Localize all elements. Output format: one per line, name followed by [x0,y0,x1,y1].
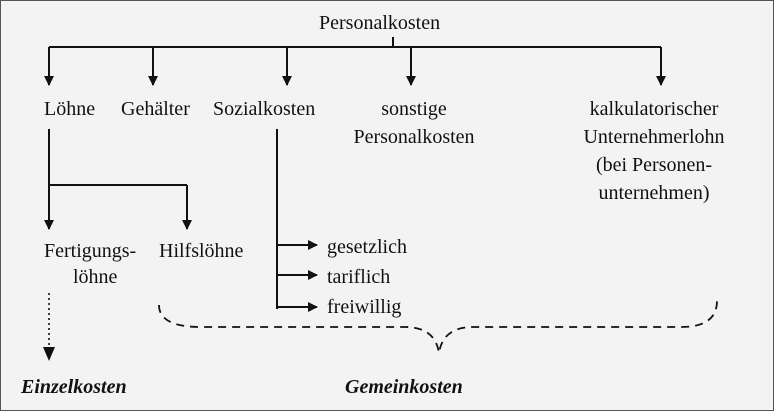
einzelkosten-arrowhead [43,347,55,361]
loehne-label: Löhne [44,98,96,120]
sonstige-label-line2: Personalkosten [353,126,475,148]
gesetzlich-label: gesetzlich [327,236,407,258]
kalk-label-line2: Unternehmerlohn [583,126,725,148]
fertigungsloehne-label-line1: Fertigungs- [44,240,137,262]
tariflich-label: tariflich [327,266,391,288]
kalk-label-line1: kalkulatorischer [589,98,719,120]
gehaelter-label: Gehälter [121,98,190,120]
gemeinkosten-label: Gemeinkosten [345,376,463,398]
einzelkosten-label: Einzelkosten [21,376,127,398]
fertigungsloehne-label-line2: löhne [73,266,118,288]
hilfsloehne-label: Hilfslöhne [159,240,244,262]
kalk-label-line3: (bei Personen- [595,154,713,176]
freiwillig-label: freiwillig [327,296,402,318]
sonstige-label-line1: sonstige [381,98,447,120]
sozialkosten-label: Sozialkosten [213,98,316,120]
kalk-label-line4: unternehmen) [598,182,710,204]
root-label: Personalkosten [319,12,441,34]
gemeinkosten-brace [158,300,718,354]
